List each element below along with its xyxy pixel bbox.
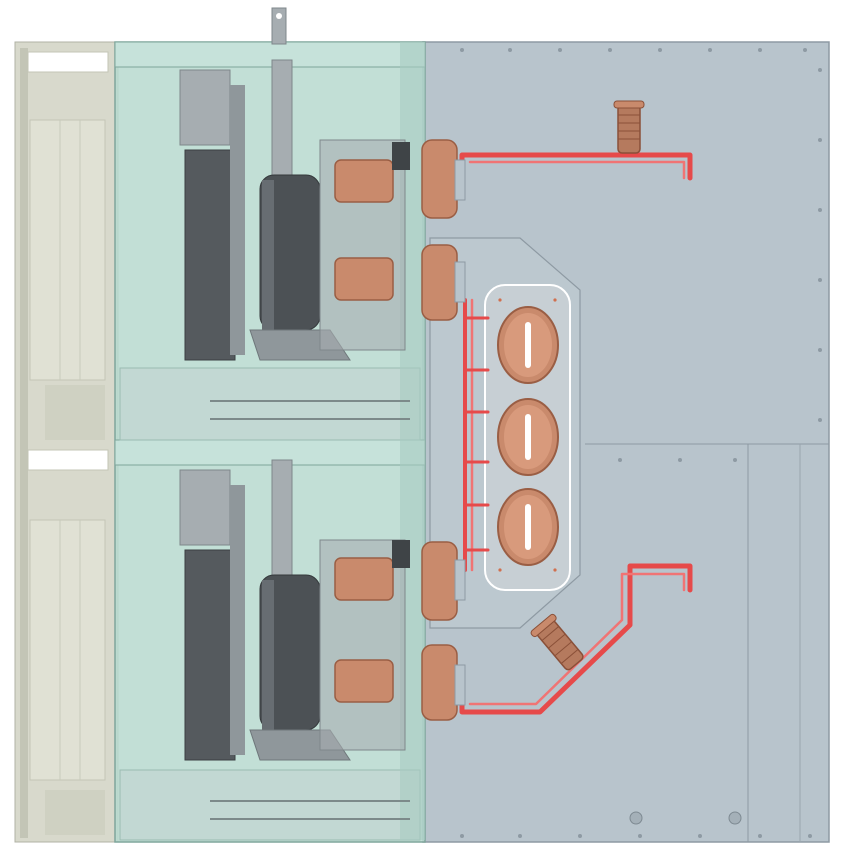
- main-busbar-insulators: [497, 306, 559, 566]
- arrester-icon: [530, 613, 584, 671]
- insulator-icon: [497, 398, 559, 476]
- panel-screws: [460, 48, 822, 838]
- lower-breaker: [179, 459, 466, 761]
- insulator-icon: [497, 488, 559, 566]
- arrester-icon: [613, 100, 645, 154]
- bushing-icon: [421, 139, 466, 321]
- insulator-icon: [497, 306, 559, 384]
- bushing-icon: [421, 541, 466, 721]
- upper-breaker: [179, 59, 466, 361]
- side-frame: [14, 41, 119, 843]
- bushing-icon: [334, 557, 394, 703]
- bushing-icon: [334, 159, 394, 301]
